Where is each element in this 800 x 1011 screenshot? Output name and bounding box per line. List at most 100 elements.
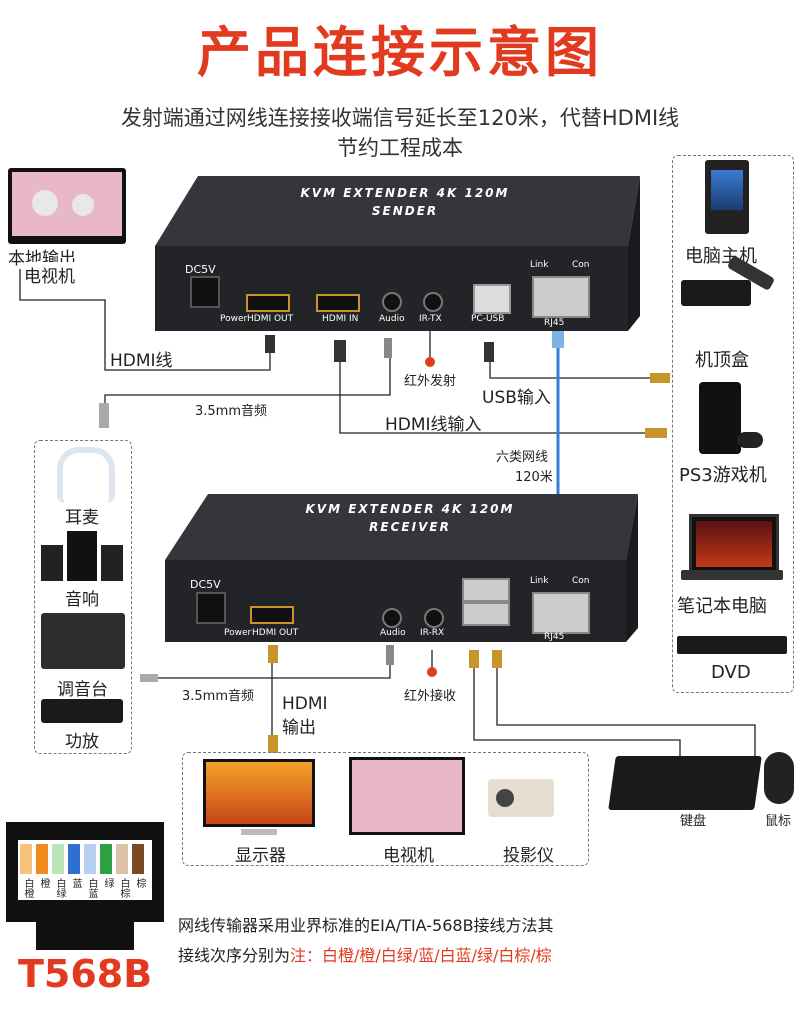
note-line1: 网线传输器采用业界标准的EIA/TIA-568B接线方法其 xyxy=(178,916,554,935)
pc-tower-icon xyxy=(705,160,749,234)
rj45-wire-0: 白橙 xyxy=(22,878,33,898)
receiver-usb-port-2 xyxy=(462,602,510,626)
source-label-2: PS3游戏机 xyxy=(679,465,767,486)
subtitle-line1: 发射端通过网线连接接收端信号延长至120米，代替HDMI线 xyxy=(120,106,680,130)
sender-audio-port xyxy=(382,292,402,312)
sender-usb-port xyxy=(473,284,511,314)
rj45-wire-3: 蓝 xyxy=(70,878,81,888)
sender-hdmi-out-label: HDMI OUT xyxy=(247,314,294,324)
display-label-1: 电视机 xyxy=(383,846,434,866)
ir-send-label: 红外发射 xyxy=(404,374,457,389)
laptop-base-icon xyxy=(681,570,783,580)
keyboard-icon xyxy=(608,756,762,810)
receiver-con-label: Con xyxy=(572,576,590,586)
monitor-icon xyxy=(203,759,315,827)
receiver-title: KVM EXTENDER 4K 120M xyxy=(305,502,515,516)
set-top-box-icon xyxy=(681,280,751,306)
display-label-2: 投影仪 xyxy=(503,846,554,866)
receiver-dc-port xyxy=(196,592,226,624)
hdmi-line-label: HDMI线 xyxy=(110,351,173,371)
hdmi-line-in-label: HDMI线输入 xyxy=(385,415,482,435)
note-line2-order: 注：白橙/橙/白绿/蓝/白蓝/绿/白棕/棕 xyxy=(290,946,552,965)
display-devices-box: 显示器 电视机 投影仪 xyxy=(182,752,589,866)
sender-hdmi-in-port xyxy=(316,294,360,312)
rj45-wire-4: 白蓝 xyxy=(86,878,97,898)
source-devices-box: 电脑主机 机顶盒 PS3游戏机 笔记本电脑 DVD xyxy=(672,155,794,693)
sender-dc-port xyxy=(190,276,220,308)
local-tv-icon xyxy=(8,168,126,244)
sender-hdmi-in-label: HDMI IN xyxy=(322,314,359,324)
gamepad-icon xyxy=(737,432,763,448)
hdmi-out-label-2: 输出 xyxy=(282,718,316,738)
receiver-hdmi-out-port xyxy=(250,606,294,624)
amplifier-icon xyxy=(41,699,123,723)
tv-icon xyxy=(349,757,465,835)
subtitle-line2: 节约工程成本 xyxy=(337,136,463,160)
receiver-device: KVM EXTENDER 4K 120M RECEIVER DC5V Power… xyxy=(160,494,638,646)
mixer-icon xyxy=(41,613,125,669)
receiver-audio-port xyxy=(382,608,402,628)
sender-irtx-label: IR-TX xyxy=(419,314,442,324)
mouse-icon xyxy=(764,752,794,804)
receiver-irrx-label: IR-RX xyxy=(420,628,445,638)
audio-label-0: 耳麦 xyxy=(65,508,99,528)
receiver-hdmi-out-label: HDMI OUT xyxy=(252,628,299,638)
sender-link-label: Link xyxy=(530,260,549,270)
monitor-stand-icon xyxy=(241,829,277,835)
ps3-console-icon xyxy=(699,382,741,454)
rj45-wire-5: 绿 xyxy=(102,878,113,888)
receiver-dc-label: DC5V xyxy=(190,578,221,591)
receiver-rj45-label: RJ45 xyxy=(544,632,565,642)
usb-in-label: USB输入 xyxy=(482,388,551,408)
t568b-label: T568B xyxy=(18,952,153,996)
rj45-pinout-icon: 白橙 橙 白绿 蓝 白蓝 绿 白棕 棕 xyxy=(6,822,164,950)
sender-title: KVM EXTENDER 4K 120M xyxy=(300,186,510,200)
note-line2-prefix: 接线次序分别为 xyxy=(178,946,291,965)
audio-35-bottom-label: 3.5mm音频 xyxy=(182,689,255,704)
rj45-wire-6: 白棕 xyxy=(118,878,129,898)
display-label-0: 显示器 xyxy=(235,846,286,866)
sender-dc-label: DC5V xyxy=(185,263,216,276)
sender-device: KVM EXTENDER 4K 120M SENDER DC5V Power H… xyxy=(150,176,640,336)
audio-devices-box: 耳麦 音响 调音台 功放 xyxy=(34,440,132,754)
laptop-icon xyxy=(689,514,779,574)
peripheral-label-1: 鼠标 xyxy=(765,814,792,829)
receiver-link-label: Link xyxy=(530,576,549,586)
hdmi-out-label-1: HDMI xyxy=(282,694,328,714)
sender-power-label: Power xyxy=(220,314,248,324)
sender-con-label: Con xyxy=(572,260,590,270)
audio-label-3: 功放 xyxy=(65,732,99,752)
ir-recv-label: 红外接收 xyxy=(404,689,457,704)
sender-pcusb-label: PC-USB xyxy=(471,314,505,324)
audio-label-1: 音响 xyxy=(65,590,99,610)
sender-rj45-port xyxy=(532,276,590,318)
audio-label-2: 调音台 xyxy=(57,680,108,700)
sender-irtx-port xyxy=(423,292,443,312)
receiver-rj45-port xyxy=(532,592,590,634)
rj45-wire-1: 橙 xyxy=(38,878,49,888)
note-line2: 接线次序分别为注：白橙/橙/白绿/蓝/白蓝/绿/白棕/棕 xyxy=(178,942,552,966)
headset-icon xyxy=(57,447,115,503)
cat6-label-2: 120米 xyxy=(515,470,553,485)
receiver-role: RECEIVER xyxy=(369,520,451,534)
projector-icon xyxy=(488,779,554,817)
audio-35-top-label: 3.5mm音频 xyxy=(195,404,268,419)
sender-audio-label: Audio xyxy=(379,314,405,324)
peripheral-label-0: 键盘 xyxy=(680,814,707,829)
source-label-1: 机顶盒 xyxy=(695,350,749,371)
speaker-icon xyxy=(41,531,123,581)
page-title: 产品连接示意图 xyxy=(197,21,603,84)
rj45-wire-7: 棕 xyxy=(134,878,145,888)
local-out-label-2: 电视机 xyxy=(24,262,75,287)
receiver-audio-label: Audio xyxy=(380,628,406,638)
receiver-irrx-port xyxy=(424,608,444,628)
sender-hdmi-out-port xyxy=(246,294,290,312)
dvd-player-icon xyxy=(677,636,787,654)
rj45-wire-2: 白绿 xyxy=(54,878,65,898)
sender-rj45-label: RJ45 xyxy=(544,318,565,328)
receiver-usb-port-1 xyxy=(462,578,510,602)
sender-role: SENDER xyxy=(371,204,439,218)
cat6-label-1: 六类网线 xyxy=(496,450,549,465)
receiver-power-label: Power xyxy=(224,628,252,638)
source-label-3: 笔记本电脑 xyxy=(677,596,767,617)
